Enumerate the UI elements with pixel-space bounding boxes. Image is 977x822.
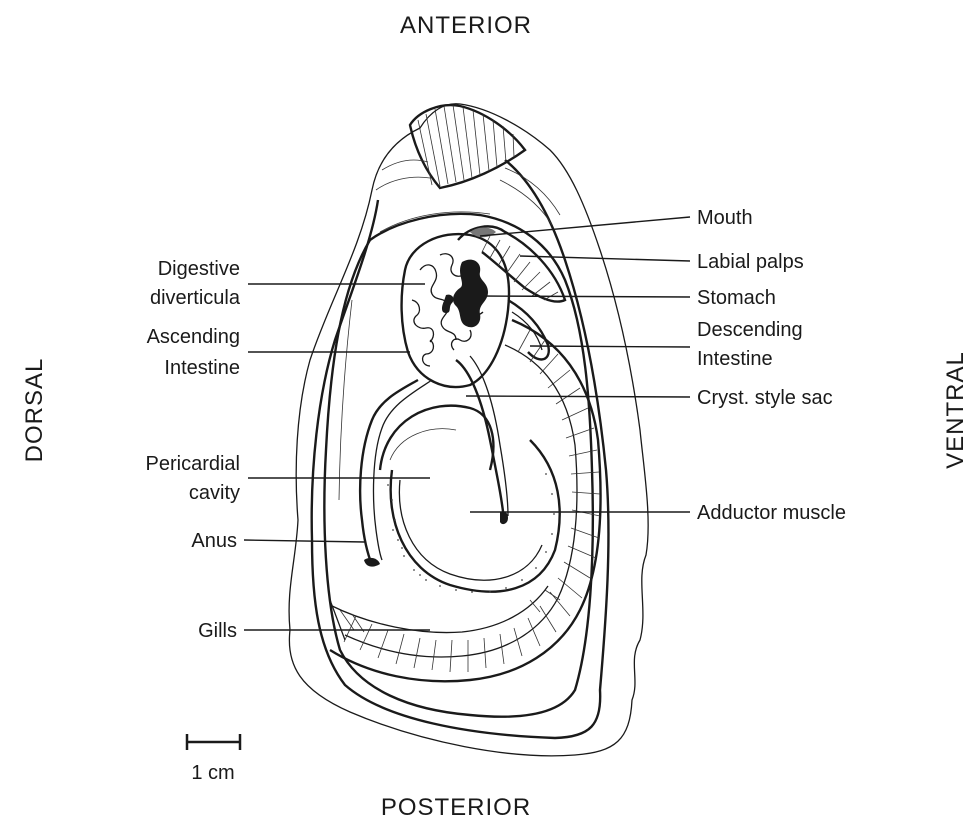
label-mouth: Mouth — [697, 207, 753, 229]
crystalline-style-sac — [456, 356, 508, 524]
label-pericardial-cavity-line2: cavity — [189, 482, 240, 504]
label-digestive-diverticula-line1: Digestive — [158, 258, 240, 280]
label-adductor-muscle: Adductor muscle — [697, 502, 846, 524]
label-stomach: Stomach — [697, 287, 776, 309]
descending-intestine — [508, 300, 549, 359]
scale-bar-label: 1 cm — [191, 762, 234, 784]
orientation-anterior: ANTERIOR — [400, 12, 532, 39]
label-cryst-style-sac: Cryst. style sac — [697, 387, 833, 409]
label-labial-palps: Labial palps — [697, 251, 804, 273]
digestive-diverticula — [402, 234, 509, 387]
adductor-muscle — [387, 440, 560, 593]
orientation-ventral: VENTRAL — [942, 351, 969, 469]
label-descending-intestine-line2: Intestine — [697, 348, 773, 370]
label-ascending-intestine-line2: Intestine — [164, 357, 240, 379]
orientation-posterior: POSTERIOR — [381, 794, 531, 821]
orientation-dorsal: DORSAL — [21, 358, 48, 463]
label-gills: Gills — [198, 620, 237, 642]
label-ascending-intestine-line1: Ascending — [147, 326, 240, 348]
scale-bar — [186, 734, 241, 750]
ascending-intestine — [360, 380, 432, 567]
label-anus: Anus — [191, 530, 237, 552]
anus-opening — [364, 558, 380, 567]
mantle — [324, 212, 592, 717]
label-descending-intestine-line1: Descending — [697, 319, 803, 341]
label-digestive-diverticula-line2: diverticula — [150, 287, 241, 309]
pericardial-cavity — [380, 406, 493, 470]
label-pericardial-cavity-line1: Pericardial — [146, 453, 240, 475]
